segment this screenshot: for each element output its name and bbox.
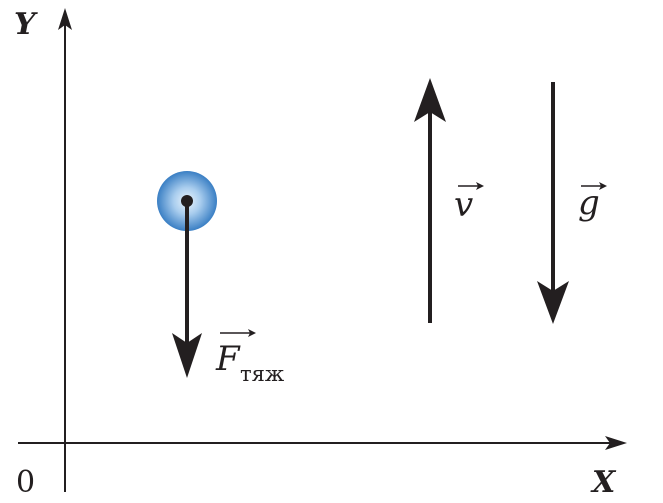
gravity-acceleration-vector — [537, 82, 569, 324]
gravity-force-overarrow-head — [248, 329, 256, 337]
gravity-force-label: F тяж — [215, 329, 285, 386]
x-axis-arrowhead — [605, 436, 627, 450]
velocity-symbol: v — [454, 185, 473, 225]
gravity-acceleration-label: g — [578, 182, 607, 223]
gravity-acceleration-symbol: g — [578, 183, 600, 223]
velocity-arrowhead — [414, 78, 446, 122]
x-axis-label: X — [590, 465, 617, 500]
velocity-overarrow-head — [476, 182, 484, 190]
gravity-force-symbol: F — [215, 339, 241, 379]
ball-center-dot — [181, 195, 193, 207]
origin-label: 0 — [16, 465, 35, 500]
gravity-force-subscript: тяж — [240, 362, 285, 386]
y-axis-label: Y — [14, 7, 38, 42]
velocity-vector — [414, 78, 446, 323]
gravity-force-arrowhead — [172, 333, 202, 378]
gravity-acceleration-overarrow-head — [599, 182, 607, 190]
velocity-label: v — [454, 182, 484, 225]
gravity-acceleration-arrowhead — [537, 281, 569, 324]
ball-body — [157, 171, 217, 378]
coordinate-axes — [18, 8, 627, 492]
y-axis-arrowhead — [58, 8, 72, 30]
